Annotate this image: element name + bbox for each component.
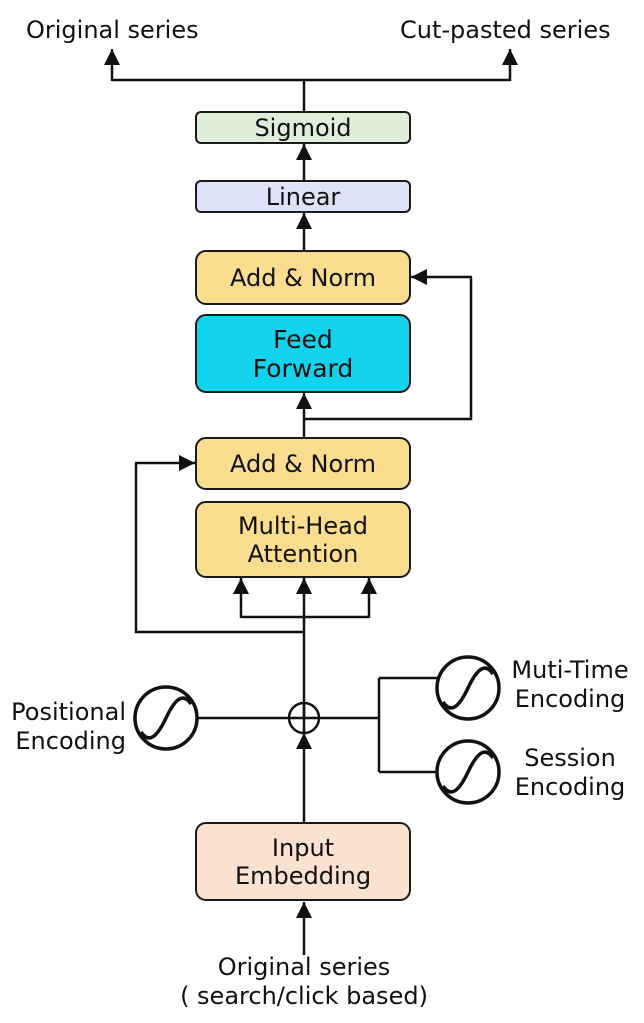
- output-split-line: [112, 78, 510, 111]
- sine-wave-icon: [435, 655, 501, 721]
- session-encoding-label: Session Encoding: [514, 744, 626, 801]
- linear-block: Linear: [195, 180, 411, 213]
- sine-wave-icon: [435, 739, 501, 805]
- encoding-branch: [319, 676, 437, 774]
- positional-encoding-label: Positional Encoding: [11, 698, 126, 755]
- residual-feed-forward: [304, 277, 473, 421]
- output-label-original: Original series: [26, 16, 199, 44]
- output-label-cut-pasted: Cut-pasted series: [400, 16, 611, 44]
- input-series-label: Original series ( search/click based): [180, 953, 428, 1010]
- multi-time-encoding-label: Muti-Time Encoding: [511, 656, 629, 713]
- add-norm-top-block: Add & Norm: [195, 250, 411, 305]
- sine-wave-icon: [133, 685, 199, 751]
- add-norm-bottom-block: Add & Norm: [195, 437, 411, 490]
- residual-attention: [134, 463, 304, 634]
- sigmoid-block: Sigmoid: [195, 111, 411, 144]
